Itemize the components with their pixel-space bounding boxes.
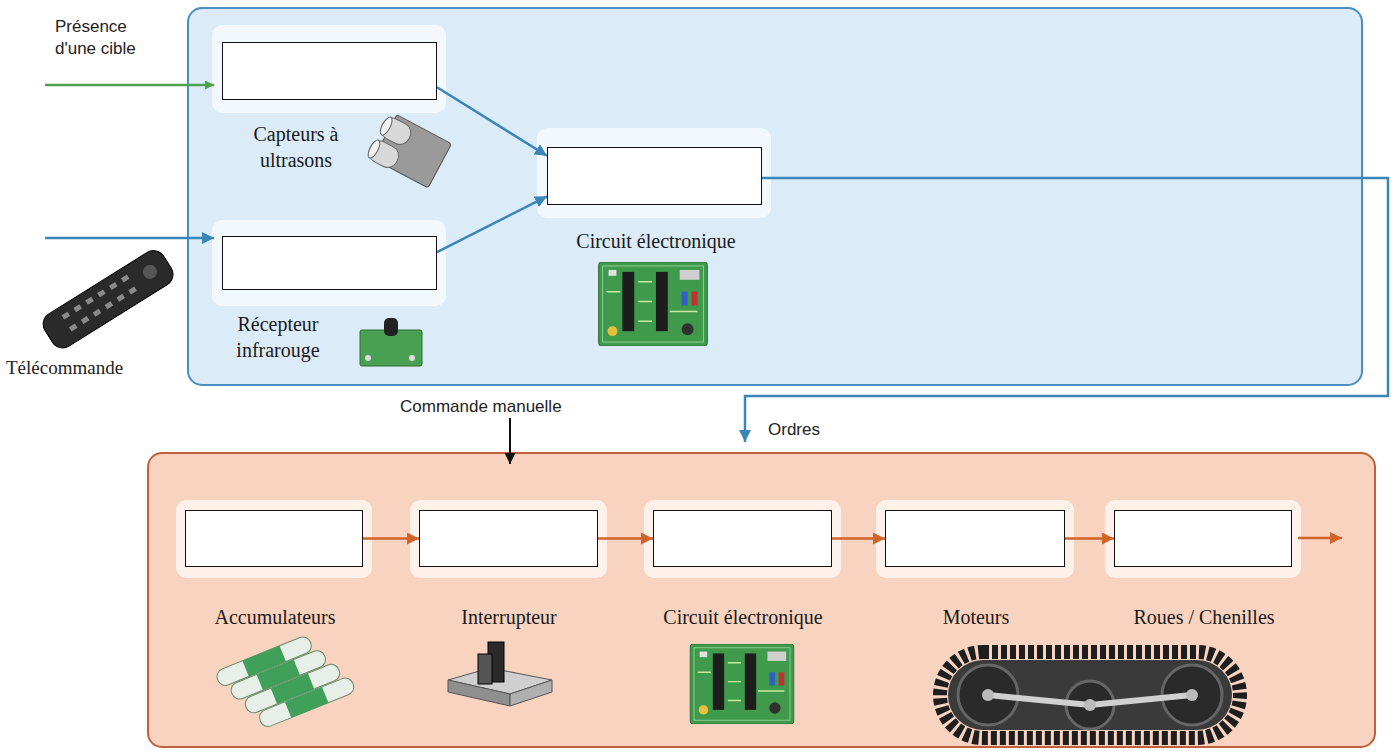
component-label: Circuit électronique	[526, 228, 786, 254]
component-box: Accumulateurs	[185, 510, 363, 567]
flow-arrow	[363, 537, 419, 540]
annotation-label: Ordres	[768, 419, 868, 441]
component-box: Interrupteur	[419, 510, 598, 567]
component-box: Circuit électronique	[653, 510, 832, 567]
flow-arrow	[832, 537, 885, 540]
annotation-label: Télécommande	[6, 356, 186, 381]
component-label: Interrupteur	[379, 604, 639, 630]
flow-arrow	[598, 537, 653, 540]
component-label: Circuit électronique	[613, 604, 873, 630]
component-box: Circuit électronique	[547, 147, 762, 205]
component-box: Récepteur infrarouge	[222, 236, 437, 290]
component-label: Moteurs	[846, 604, 1106, 630]
annotation-label: Présence d'une cible	[55, 16, 167, 60]
component-box: Capteurs à ultrasons	[222, 42, 437, 100]
flow-arrow	[437, 196, 547, 252]
component-box: Moteurs	[885, 510, 1065, 567]
component-label: Roues / Chenilles	[1074, 604, 1334, 630]
component-label: Accumulateurs	[145, 604, 405, 630]
flow-arrow	[1065, 537, 1114, 540]
annotation-label: Commande manuelle	[400, 396, 640, 418]
component-box: Roues / Chenilles	[1114, 510, 1292, 567]
component-label: Récepteur infrarouge	[213, 311, 343, 363]
flow-arrow	[437, 87, 547, 155]
component-label: Capteurs à ultrasons	[231, 121, 361, 173]
